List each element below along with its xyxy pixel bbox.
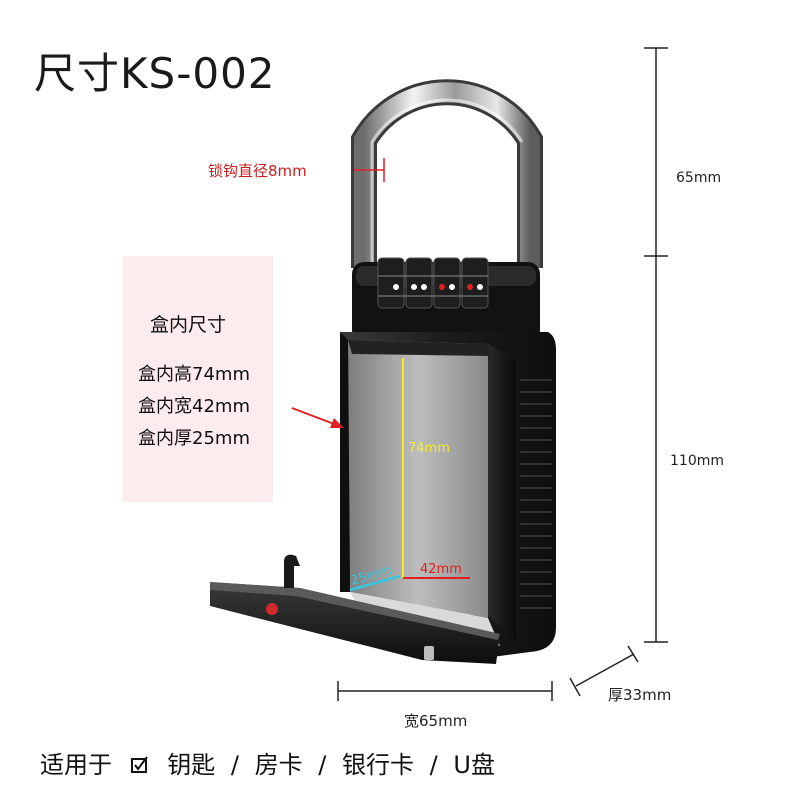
usage-item-room-card: 房卡 bbox=[254, 751, 303, 779]
product-title: 尺寸KS-002 bbox=[34, 49, 276, 98]
usage-separator: / bbox=[429, 751, 438, 779]
usage-separator: / bbox=[318, 751, 327, 779]
usage-item-keys: 钥匙 bbox=[167, 751, 216, 779]
combination-dials bbox=[377, 257, 489, 309]
open-lid bbox=[210, 554, 500, 664]
shackle bbox=[351, 79, 543, 268]
inner-measure-lines bbox=[349, 358, 470, 592]
body-height-label: 110mm bbox=[670, 453, 724, 469]
check-icon bbox=[130, 751, 150, 779]
inner-depth-text: 盒内厚25mm bbox=[138, 428, 250, 449]
usage-item-bank-card: 银行卡 bbox=[342, 751, 415, 779]
inner-depth-line bbox=[349, 574, 401, 592]
usage-line: 适用于 钥匙 / 房卡 / 银行卡 / U盘 bbox=[40, 745, 495, 780]
usage-prefix: 适用于 bbox=[40, 751, 112, 779]
width-label: 宽65mm bbox=[404, 712, 468, 730]
grip-ribs bbox=[520, 379, 552, 609]
inner-width-label: 42mm bbox=[420, 562, 462, 577]
inner-panel-title: 盒内尺寸 bbox=[150, 314, 227, 336]
thickness-label: 厚33mm bbox=[608, 686, 672, 704]
usage-separator: / bbox=[230, 751, 240, 779]
inner-height-label: 74mm bbox=[408, 441, 450, 456]
thickness-dimension bbox=[569, 645, 639, 697]
inner-width-text: 盒内宽42mm bbox=[138, 396, 250, 417]
width-dimension bbox=[337, 681, 553, 701]
pointer-arrow bbox=[291, 407, 344, 428]
top-height-label: 65mm bbox=[676, 170, 722, 186]
shackle-diameter-label: 锁钩直径8mm bbox=[208, 162, 307, 180]
usage-item-usb-drive: U盘 bbox=[453, 751, 495, 779]
shackle-diameter-marker bbox=[354, 158, 385, 182]
inner-dimension-panel bbox=[123, 256, 273, 502]
inner-height-text: 盒内高74mm bbox=[138, 364, 250, 385]
height-dimension bbox=[644, 47, 668, 643]
